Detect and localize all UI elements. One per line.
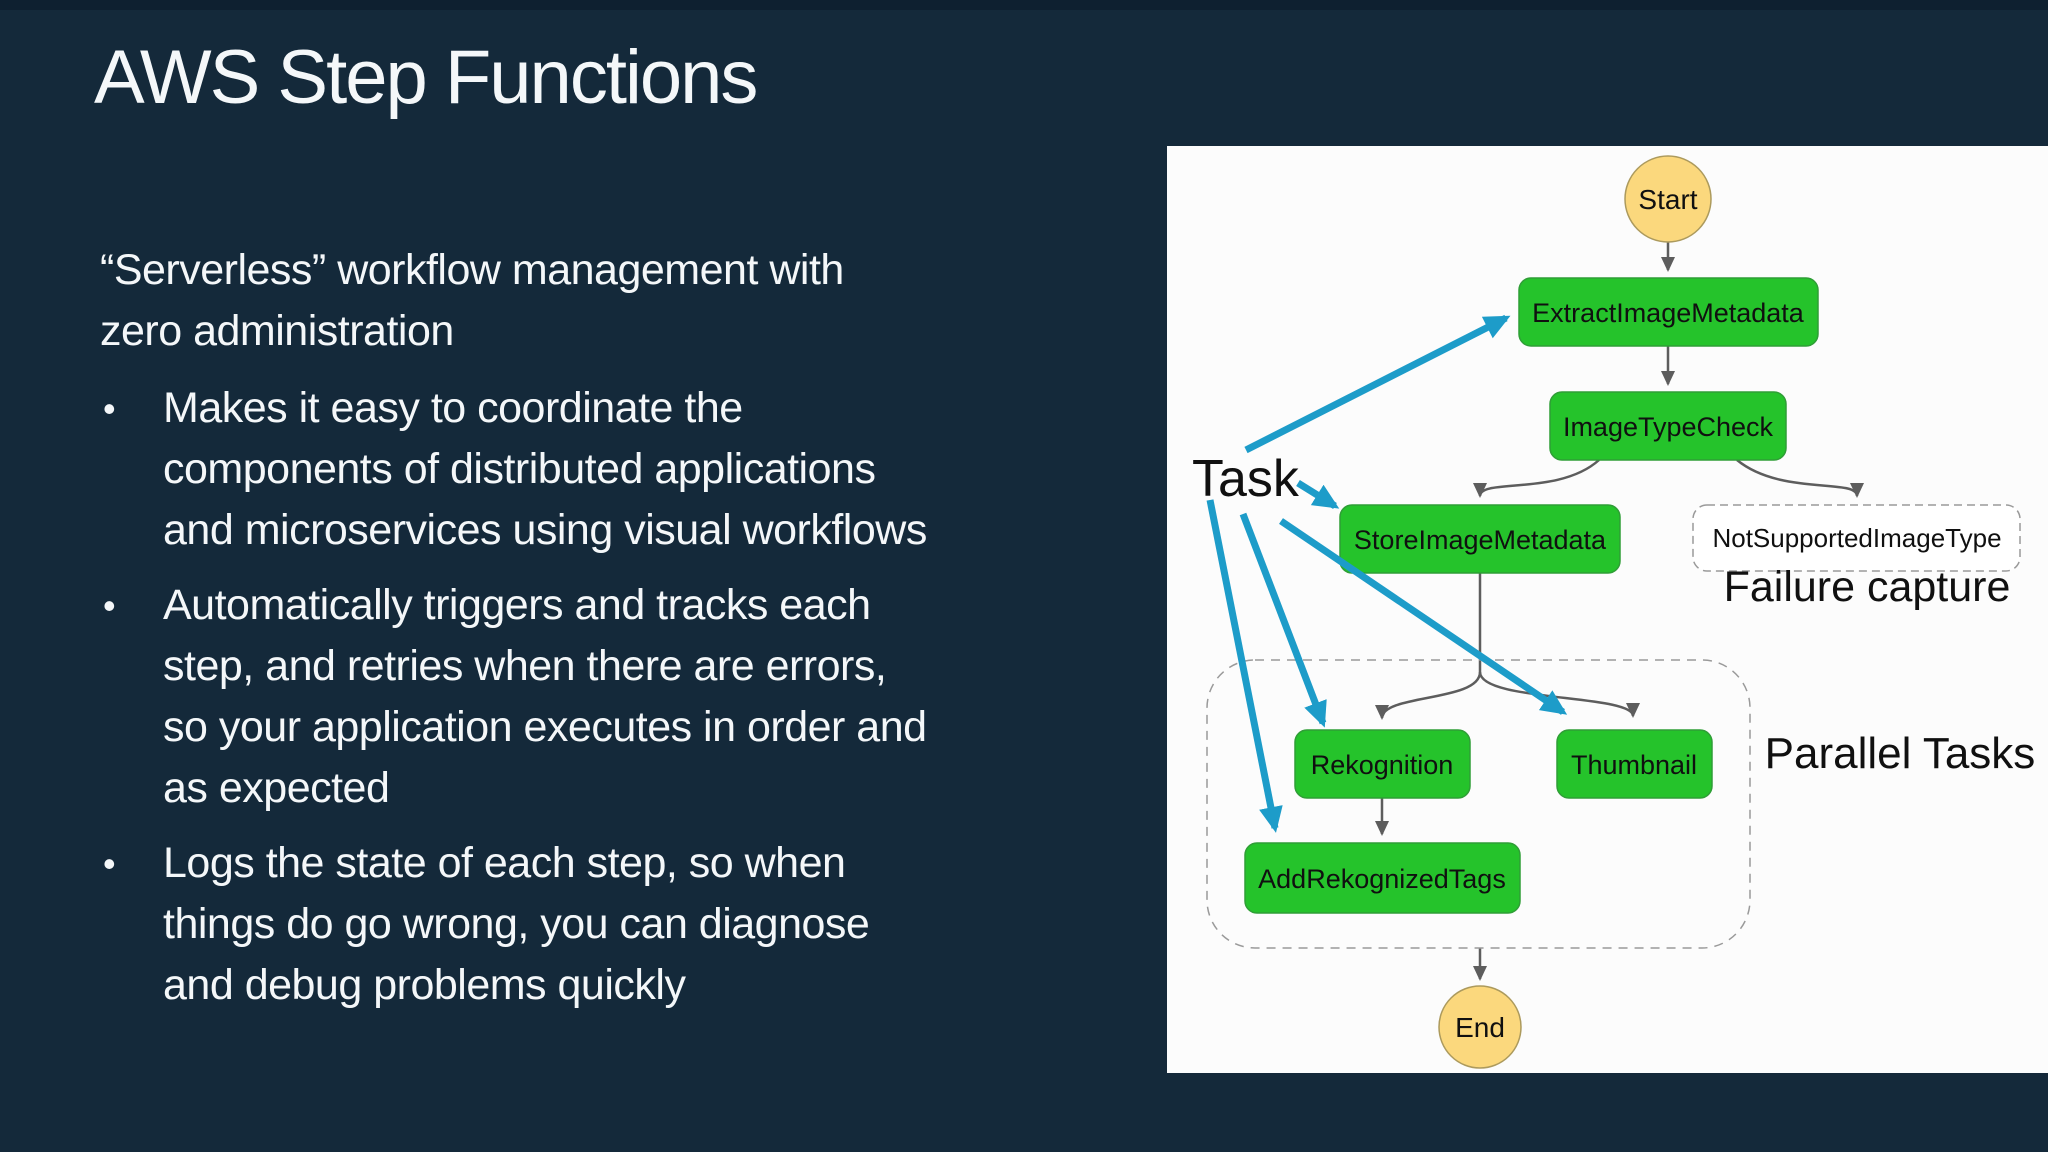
workflow-diagram-panel: Start ExtractImageMetadata ImageTypeChec…: [1167, 146, 2048, 1073]
slide-top-edge: [0, 0, 2048, 10]
node-not-supported-image-type: [1692, 504, 2021, 572]
bullet-item: • Automatically triggers and tracks each…: [100, 575, 1160, 819]
node-start-label: Start: [1638, 184, 1697, 215]
node-store-label: StoreImageMetadata: [1354, 525, 1607, 555]
node-image-type-check: [1549, 391, 1787, 461]
bullet-line: and microservices using visual workflows: [163, 506, 927, 554]
bullet-marker: •: [103, 843, 116, 884]
node-end: [1438, 985, 1522, 1069]
bullet-marker: •: [103, 585, 116, 626]
node-rekognition-label: Rekognition: [1311, 750, 1454, 780]
bullet-line: and debug problems quickly: [163, 961, 686, 1009]
node-addtags-label: AddRekognizedTags: [1258, 864, 1506, 894]
parallel-group-container: [1206, 659, 1751, 949]
bullet-line: so your application executes in order an…: [163, 703, 927, 751]
bullet-item: • Makes it easy to coordinate the compon…: [100, 378, 1160, 561]
connector-split-rekognition: [1375, 671, 1482, 720]
workflow-diagram: Start ExtractImageMetadata ImageTypeChec…: [1192, 155, 2036, 1069]
node-thumbnail: [1556, 729, 1713, 799]
task-arrow-to-thumbnail: [1279, 518, 1568, 715]
node-rekognition: [1294, 729, 1471, 799]
node-end-label: End: [1455, 1012, 1505, 1043]
bullet-marker: •: [103, 388, 116, 429]
annotation-failure-capture: Failure capture: [1724, 563, 2011, 611]
bullet-line: things do go wrong, you can diagnose: [163, 900, 870, 948]
annotation-parallel-tasks: Parallel Tasks: [1765, 729, 2036, 778]
task-arrow-to-addtags: [1206, 499, 1283, 833]
node-store-image-metadata: [1339, 504, 1621, 574]
page-title: AWS Step Functions: [94, 35, 758, 120]
task-arrow-to-extract: [1244, 314, 1511, 454]
bullet-item: • Logs the state of each step, so when t…: [100, 833, 1160, 1016]
bullet-line: as expected: [163, 764, 390, 812]
slide-body-text: “Serverless” workflow management with ze…: [100, 240, 1160, 1030]
intro-line: “Serverless” workflow management with: [100, 246, 844, 294]
node-start: [1624, 155, 1712, 243]
task-arrow-to-store: [1296, 480, 1340, 509]
bullet-line: step, and retries when there are errors,: [163, 642, 887, 690]
connector-typecheck-store: [1473, 459, 1600, 498]
connector-typecheck-notsupported: [1736, 459, 1864, 498]
node-add-rekognized-tags: [1244, 842, 1521, 914]
node-typecheck-label: ImageTypeCheck: [1563, 412, 1774, 442]
node-extract-image-metadata: [1518, 277, 1819, 347]
bullet-line: Makes it easy to coordinate the: [163, 384, 743, 432]
annotation-task: Task: [1192, 450, 1300, 508]
bullet-line: components of distributed applications: [163, 445, 876, 493]
intro-line: zero administration: [100, 307, 454, 355]
node-extract-label: ExtractImageMetadata: [1532, 298, 1805, 328]
node-notsupported-label: NotSupportedImageType: [1712, 523, 2001, 553]
node-thumbnail-label: Thumbnail: [1571, 750, 1697, 780]
bullet-line: Automatically triggers and tracks each: [163, 581, 871, 629]
task-arrow-to-rekognition: [1239, 512, 1327, 728]
bullet-line: Logs the state of each step, so when: [163, 839, 846, 887]
intro-paragraph: “Serverless” workflow management with ze…: [100, 240, 1160, 362]
